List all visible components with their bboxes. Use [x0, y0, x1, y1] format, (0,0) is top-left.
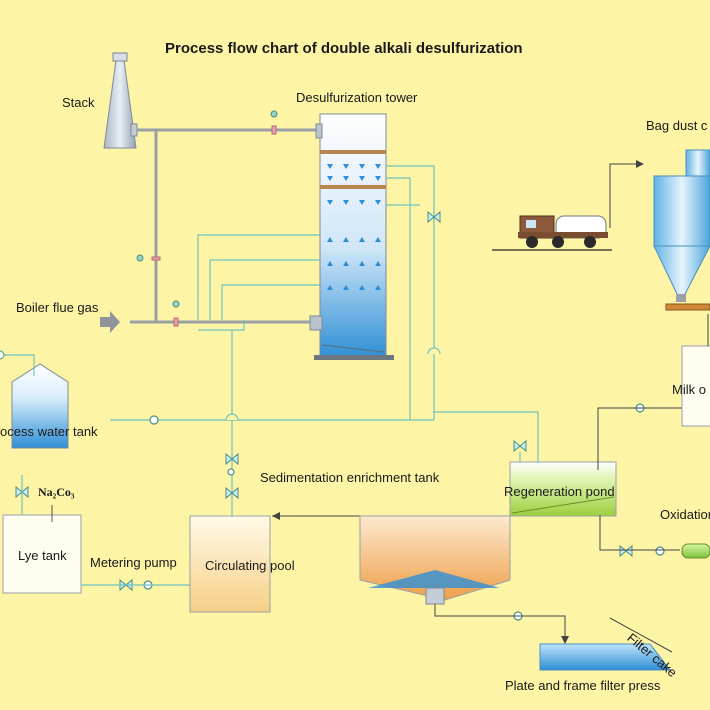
flue-pipe-dampers: [151, 125, 277, 327]
diagram-title: Process flow chart of double alkali desu…: [165, 40, 523, 57]
circulating-pool: [189, 512, 360, 613]
bag-dust-collector-label: Bag dust c: [646, 118, 708, 133]
bag-dust-collector: [609, 149, 710, 311]
pumps: [143, 403, 665, 621]
filter-press: [539, 617, 673, 671]
tanker-truck: [492, 215, 612, 251]
sedimentation-tank: [359, 515, 569, 644]
na2co3-label: Na₂Co₃: [38, 485, 75, 499]
milk-of-lime-label: Milk o: [672, 382, 706, 397]
process-water-tank: [0, 350, 69, 449]
process-water-tank-label: ocess water tank: [0, 424, 98, 439]
pipe-crossovers: [225, 347, 441, 421]
circulating-pool-label: Circulating pool: [205, 558, 295, 573]
stack: [103, 52, 138, 149]
desulfurization-tower: [309, 113, 394, 360]
regeneration-pond: [509, 407, 682, 551]
desulfurization-tower-label: Desulfurization tower: [296, 90, 418, 105]
oxidation-label: Oxidation: [660, 507, 710, 522]
slurry-pipes: [110, 165, 539, 516]
oxidation-fan: [681, 543, 710, 559]
sedimentation-tank-label: Sedimentation enrichment tank: [260, 470, 440, 485]
boiler-flue-gas-label: Boiler flue gas: [16, 300, 99, 315]
tower-spray-nozzles: [327, 164, 381, 290]
lye-tank: [2, 475, 190, 594]
flue-gas-arrow: [100, 311, 120, 333]
milk-of-lime-tank: [681, 314, 710, 427]
lye-tank-label: Lye tank: [18, 548, 67, 563]
filter-press-label: Plate and frame filter press: [505, 678, 661, 693]
stack-label: Stack: [62, 95, 95, 110]
gauge-icons: [136, 110, 278, 308]
regeneration-pond-label: Regeneration pond: [504, 484, 615, 499]
metering-pump-label: Metering pump: [90, 555, 177, 570]
flue-gas-pipes: [130, 128, 318, 324]
